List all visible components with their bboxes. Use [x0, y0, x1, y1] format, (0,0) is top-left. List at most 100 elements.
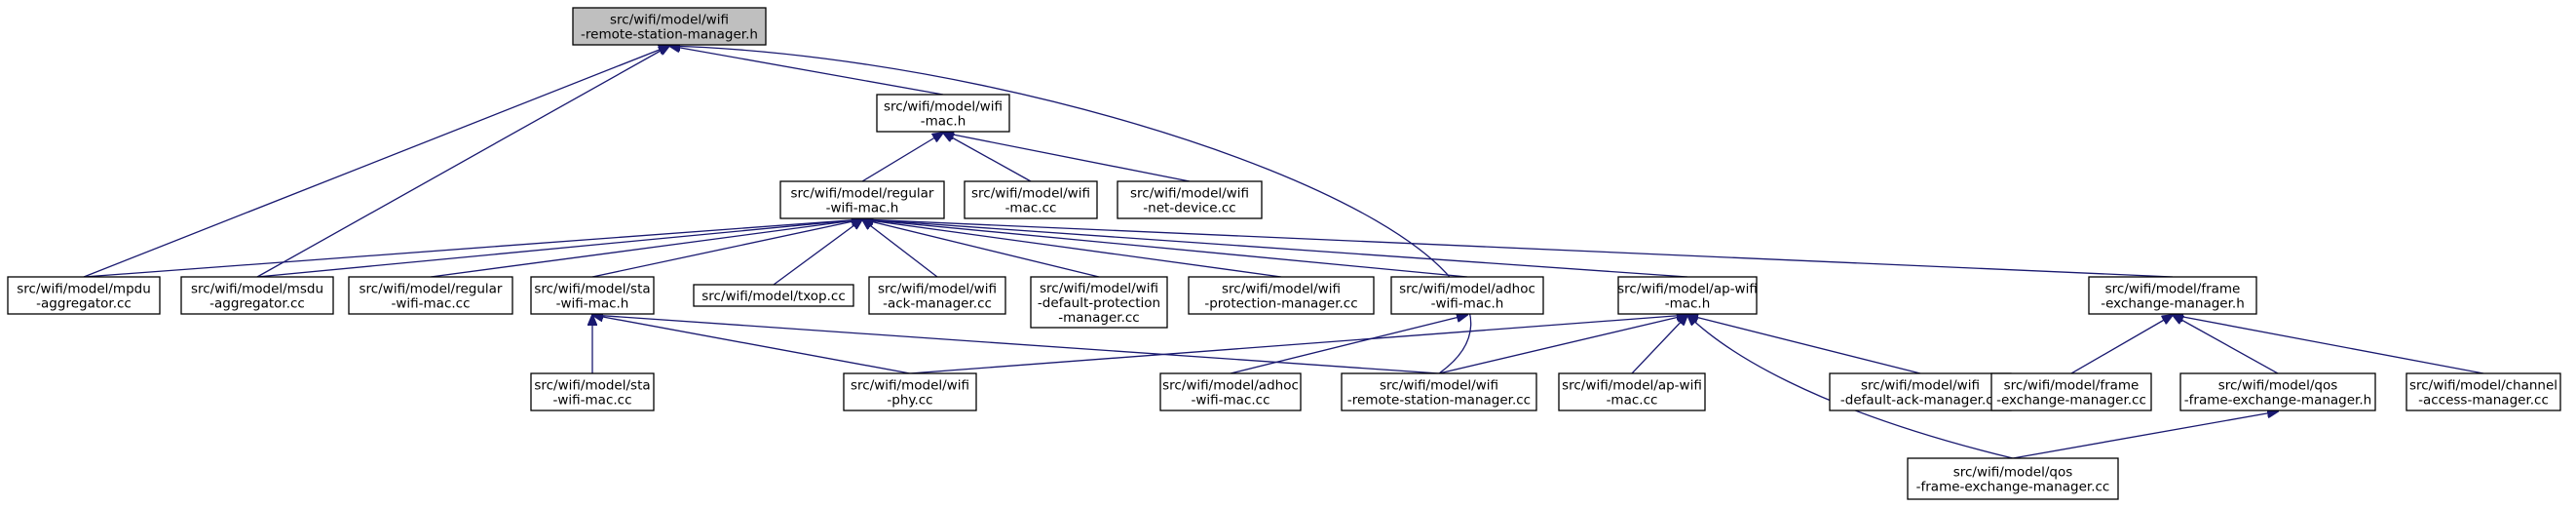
- node-label-line: src/wifi/model/wifi: [610, 13, 729, 28]
- graph-node[interactable]: src/wifi/model/wifi-ack-manager.cc: [868, 276, 1006, 315]
- graph-node[interactable]: src/wifi/model/adhoc-wifi-mac.cc: [1159, 372, 1302, 411]
- edge-n5-to-n0: [83, 46, 669, 278]
- edge-n7-to-n2: [430, 219, 862, 278]
- node-box: [964, 180, 1098, 219]
- node-label-line: src/wifi/model/frame: [2004, 378, 2140, 394]
- edge-n9-to-n2: [773, 219, 862, 286]
- graph-node[interactable]: src/wifi/model/wifi-mac.cc: [964, 180, 1098, 219]
- graph-node[interactable]: src/wifi/model/sta-wifi-mac.cc: [530, 372, 655, 411]
- node-box: [1829, 372, 2012, 411]
- graph-node[interactable]: src/wifi/model/regular-wifi-mac.h: [779, 180, 945, 219]
- edge-n13-to-n2: [862, 219, 1468, 278]
- edge-n12-to-n2: [862, 219, 1282, 278]
- graph-node[interactable]: src/wifi/model/ap-wifi-mac.cc: [1558, 372, 1706, 411]
- node-label-line: src/wifi/model/wifi: [1380, 378, 1498, 394]
- node-box: [1558, 372, 1706, 411]
- node-label-line: -mac.cc: [1005, 201, 1057, 216]
- graph-node[interactable]: src/wifi/model/wifi-default-protection-m…: [1030, 276, 1168, 329]
- graph-node[interactable]: src/wifi/model/wifi-net-device.cc: [1117, 180, 1263, 219]
- node-box: [843, 372, 977, 411]
- graph-node[interactable]: src/wifi/model/mpdu-aggregator.cc: [7, 276, 161, 315]
- node-label-line: src/wifi/model/mpdu: [17, 282, 151, 297]
- node-label-line: src/wifi/model/qos: [1953, 465, 2073, 481]
- nodes-layer: src/wifi/model/wifi-remote-station-manag…: [7, 7, 2561, 500]
- node-label-line: -remote-station-manager.cc: [1347, 393, 1531, 409]
- graph-node[interactable]: src/wifi/model/wifi-default-ack-manager.…: [1829, 372, 2012, 411]
- node-box: [7, 276, 161, 315]
- edge-n2-to-n1: [861, 133, 943, 182]
- node-box: [1188, 276, 1375, 315]
- node-label-line: src/wifi/model/wifi: [878, 282, 997, 297]
- node-box: [530, 276, 655, 315]
- node-label-line: src/wifi/model/wifi: [884, 99, 1003, 115]
- node-label-line: -wifi-mac.cc: [552, 393, 631, 409]
- graph-node[interactable]: src/wifi/model/ap-wifi-mac.h: [1617, 276, 1758, 315]
- node-label-line: -aggregator.cc: [209, 296, 305, 312]
- node-label-line: -mac.cc: [1607, 393, 1658, 409]
- graph-node[interactable]: src/wifi/model/wifi-remote-station-manag…: [1341, 372, 1537, 411]
- node-box: [1159, 372, 1302, 411]
- node-box: [2179, 372, 2376, 411]
- graph-node[interactable]: src/wifi/model/wifi-mac.h: [876, 94, 1010, 133]
- edge-n3-to-n1: [943, 133, 1032, 182]
- edge-n14-to-n2: [862, 219, 1688, 278]
- graph-node[interactable]: src/wifi/model/sta-wifi-mac.h: [530, 276, 655, 315]
- edge-n19-to-n0: [669, 46, 1472, 374]
- node-label-line: src/wifi/model/regular: [791, 186, 934, 202]
- edge-n19-to-n8: [592, 315, 1440, 374]
- node-label-line: src/wifi/model/wifi: [1222, 282, 1341, 297]
- node-label-line: -access-manager.cc: [2418, 393, 2549, 409]
- node-label-line: -mac.h: [1665, 296, 1711, 312]
- node-label-line: src/wifi/model/frame: [2105, 282, 2241, 297]
- node-label-line: -exchange-manager.cc: [1996, 393, 2146, 409]
- node-box: [180, 276, 334, 315]
- node-label-line: -wifi-mac.cc: [391, 296, 470, 312]
- graph-node[interactable]: src/wifi/model/msdu-aggregator.cc: [180, 276, 334, 315]
- node-label-line: -wifi-mac.h: [1431, 296, 1504, 312]
- graph-node[interactable]: src/wifi/model/txop.cc: [693, 284, 854, 307]
- graph-node[interactable]: src/wifi/model/adhoc-wifi-mac.h: [1390, 276, 1544, 315]
- edge-n23-to-n15: [2173, 315, 2279, 374]
- edge-n11-to-n2: [862, 219, 1100, 278]
- node-label-line: -exchange-manager.h: [2101, 296, 2245, 312]
- node-box: [1617, 276, 1758, 315]
- graph-node[interactable]: src/wifi/model/qos-frame-exchange-manage…: [1907, 457, 2119, 500]
- node-label-line: src/wifi/model/channel: [2409, 378, 2557, 394]
- node-box: [530, 372, 655, 411]
- graph-node[interactable]: src/wifi/model/wifi-protection-manager.c…: [1188, 276, 1375, 315]
- graph-node-root[interactable]: src/wifi/model/wifi-remote-station-manag…: [572, 7, 767, 46]
- edge-n6-to-n0: [256, 46, 669, 278]
- graph-node[interactable]: src/wifi/model/frame-exchange-manager.h: [2088, 276, 2257, 315]
- node-label-line: -mac.h: [921, 114, 966, 130]
- node-label-line: -wifi-mac.h: [556, 296, 629, 312]
- node-box: [868, 276, 1006, 315]
- edge-n17-to-n8: [592, 315, 911, 374]
- graph-node[interactable]: src/wifi/model/wifi-phy.cc: [843, 372, 977, 411]
- node-label-line: -protection-manager.cc: [1204, 296, 1357, 312]
- node-box: [348, 276, 513, 315]
- node-label-line: -wifi-mac.cc: [1191, 393, 1269, 409]
- node-box: [779, 180, 945, 219]
- node-label-line: src/wifi/model/wifi: [1861, 378, 1980, 394]
- node-box: [2406, 372, 2561, 411]
- edge-n4-to-n1: [943, 133, 1191, 182]
- node-box: [1390, 276, 1544, 315]
- graph-node[interactable]: src/wifi/model/channel-access-manager.cc: [2406, 372, 2561, 411]
- node-box: [1990, 372, 2152, 411]
- node-label-line: src/wifi/model/qos: [2218, 378, 2338, 394]
- edge-n6-to-n2: [256, 219, 862, 278]
- node-label-line: src/wifi/model/sta: [534, 378, 650, 394]
- node-label-line: src/wifi/model/sta: [534, 282, 650, 297]
- graph-node[interactable]: src/wifi/model/qos-frame-exchange-manage…: [2179, 372, 2376, 411]
- node-label-line: -frame-exchange-manager.h: [2184, 393, 2371, 409]
- node-box: [1030, 276, 1168, 329]
- edge-n1-to-n0: [669, 46, 944, 96]
- node-label-line: src/wifi/model/regular: [360, 282, 503, 297]
- node-box: [1907, 457, 2119, 500]
- graph-node[interactable]: src/wifi/model/frame-exchange-manager.cc: [1990, 372, 2152, 411]
- edge-n25-to-n14: [1687, 315, 2014, 459]
- graph-node[interactable]: src/wifi/model/regular-wifi-mac.cc: [348, 276, 513, 315]
- edge-n20-to-n14: [1631, 315, 1687, 374]
- edge-n18-to-n13: [1230, 315, 1467, 374]
